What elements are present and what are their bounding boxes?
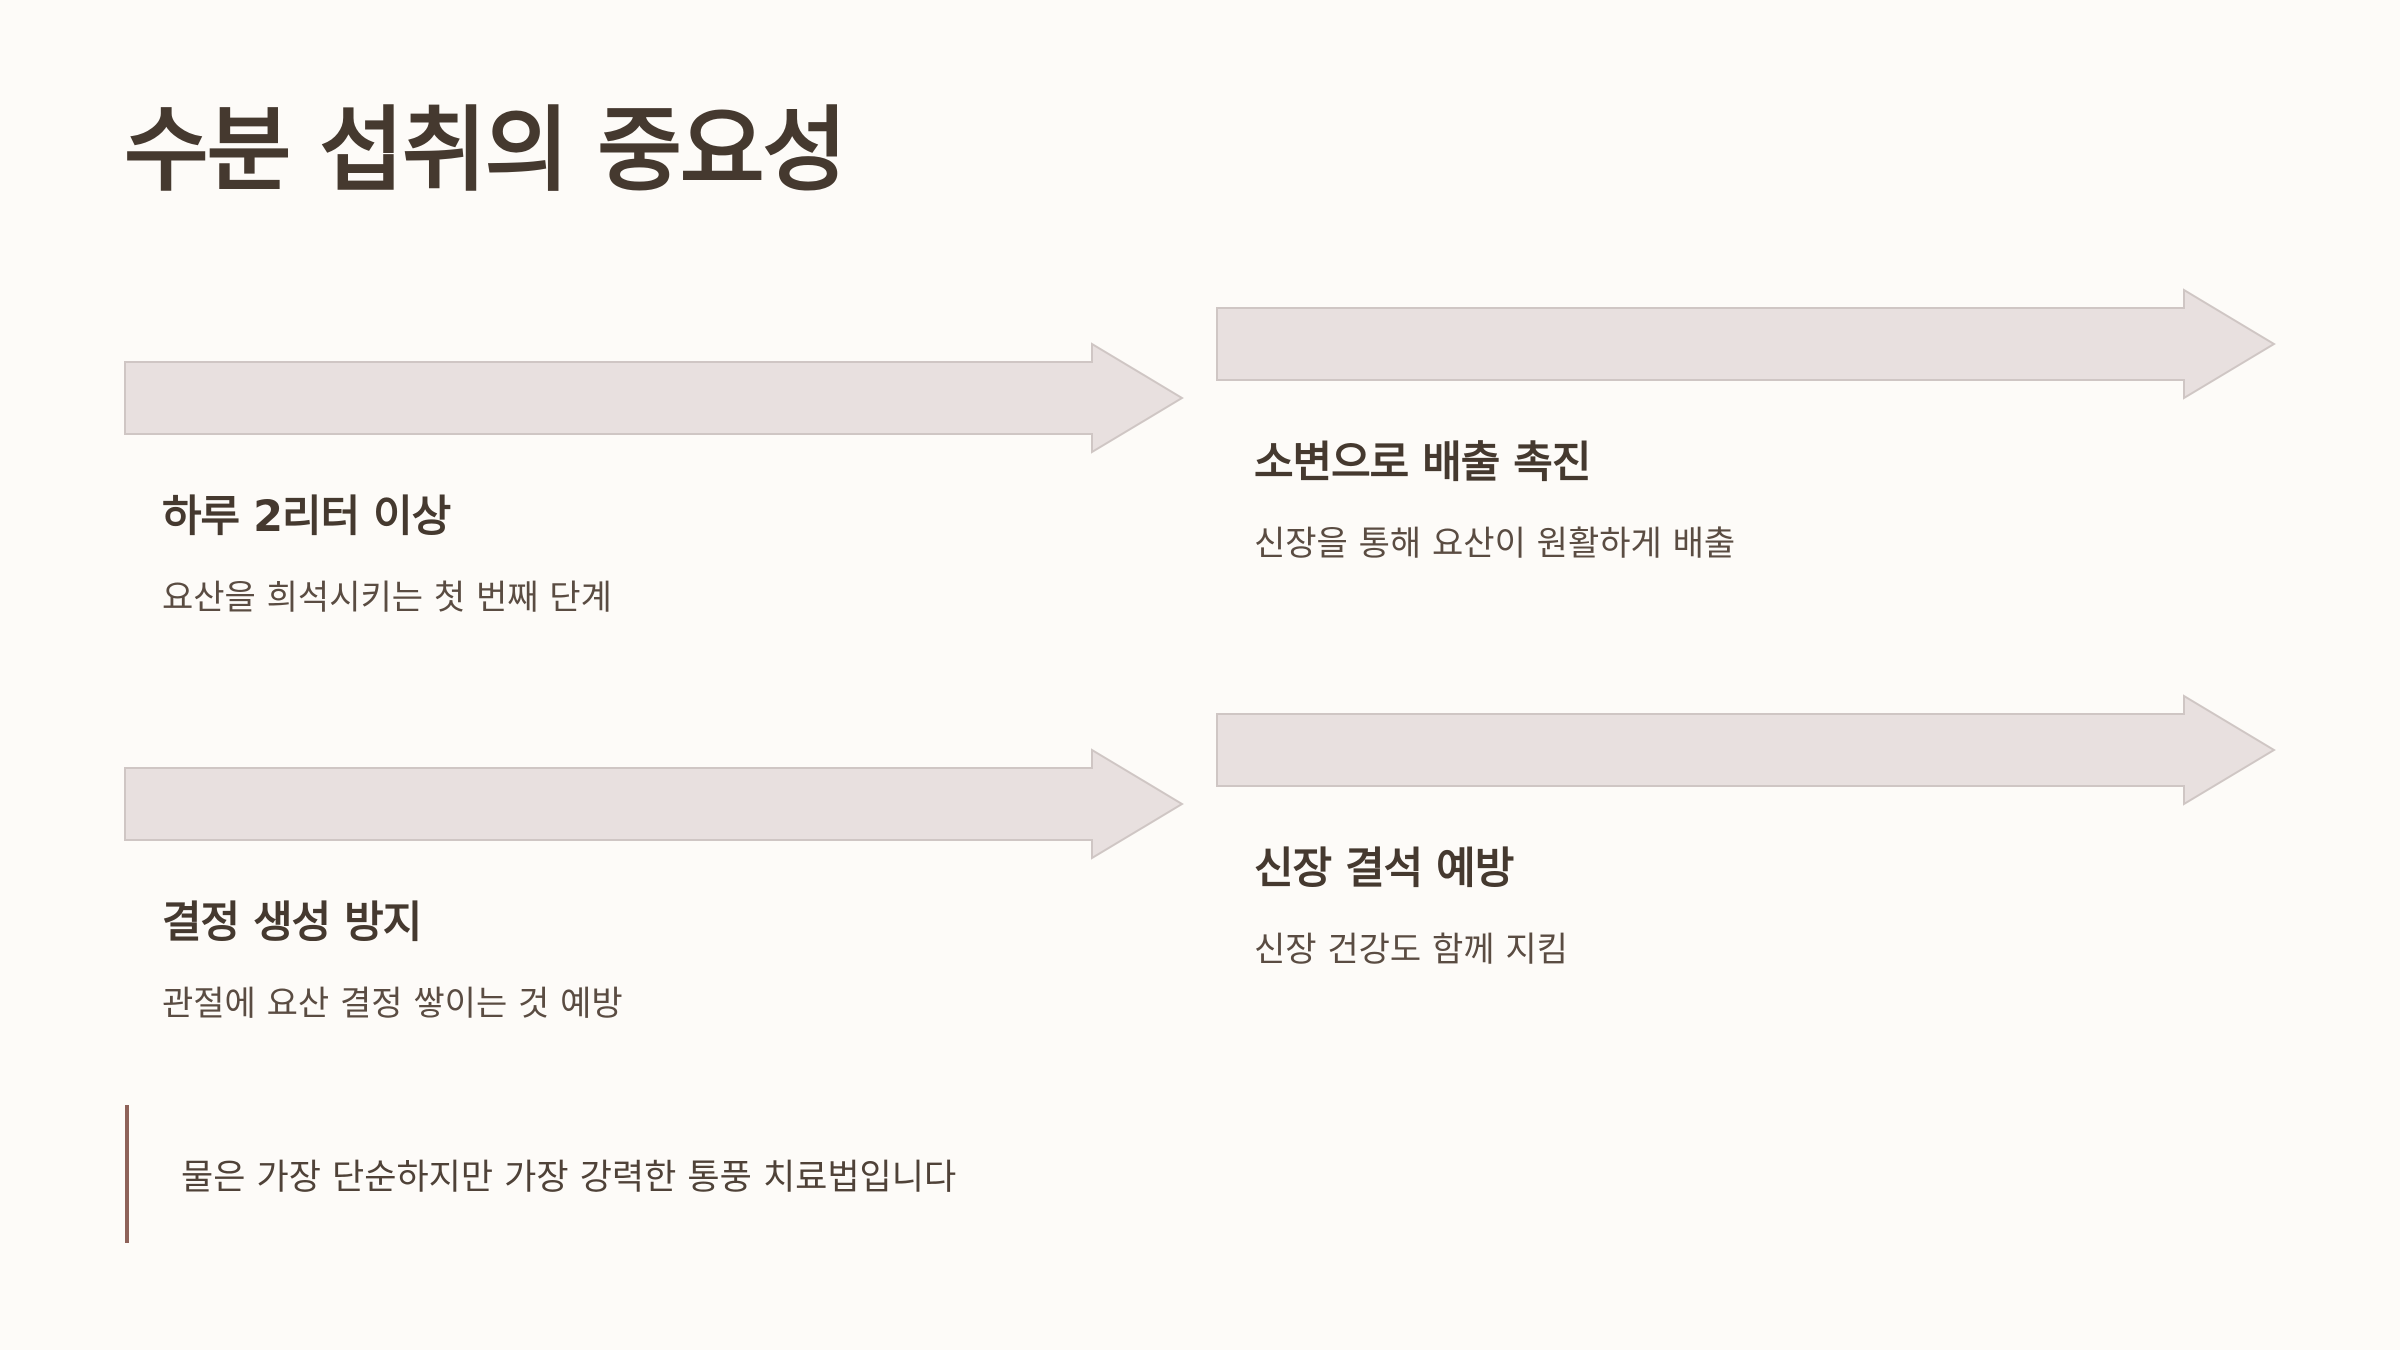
step-1-title: 하루 2리터 이상 — [162, 492, 451, 542]
step-3-desc: 관절에 요산 결정 쌓이는 것 예방 — [162, 984, 623, 1024]
step-3-arrow — [124, 748, 1186, 860]
step-2-arrow — [1216, 288, 2278, 400]
quote-block: 물은 가장 단순하지만 가장 강력한 통풍 치료법입니다 — [125, 1105, 956, 1243]
slide-title: 수분 섭취의 중요성 — [124, 97, 847, 204]
step-4-title: 신장 결석 예방 — [1254, 844, 1514, 894]
step-4-desc: 신장 건강도 함께 지킴 — [1254, 930, 1568, 970]
step-2-title: 소변으로 배출 촉진 — [1254, 438, 1591, 488]
quote-text: 물은 가장 단순하지만 가장 강력한 통풍 치료법입니다 — [181, 1157, 957, 1198]
step-1-arrow — [124, 342, 1186, 454]
step-2-desc: 신장을 통해 요산이 원활하게 배출 — [1254, 524, 1736, 564]
step-3-title: 결정 생성 방지 — [162, 898, 422, 948]
step-1-desc: 요산을 희석시키는 첫 번째 단계 — [162, 578, 612, 618]
step-4-arrow — [1216, 694, 2278, 806]
